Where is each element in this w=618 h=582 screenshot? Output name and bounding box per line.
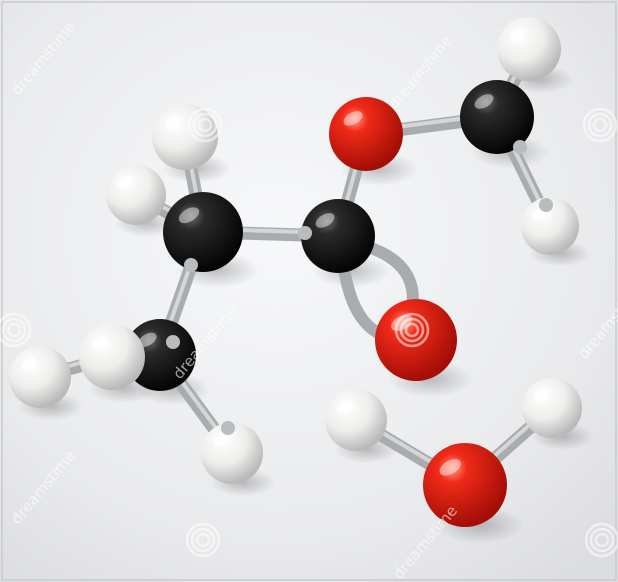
atom-highlight bbox=[533, 389, 550, 402]
bond-socket bbox=[166, 335, 180, 349]
atom-highlight bbox=[315, 213, 335, 228]
hydrogen-atom-h9 bbox=[522, 378, 582, 438]
oxygen-atom-o3 bbox=[423, 443, 507, 527]
watermark-logo-icon bbox=[584, 522, 618, 558]
carbon-atom-c4 bbox=[460, 80, 534, 154]
watermark-logo-icon bbox=[187, 107, 223, 143]
bond-socket bbox=[221, 421, 235, 435]
atom-highlight bbox=[213, 433, 230, 447]
atom-highlight bbox=[509, 29, 526, 42]
carbon-atom-c2 bbox=[301, 199, 375, 273]
atoms bbox=[9, 17, 582, 527]
hydrogen-atom-h6 bbox=[9, 346, 71, 408]
double-bond-c2-o2-2 bbox=[338, 262, 386, 340]
atom-highlight bbox=[439, 459, 462, 476]
atom-highlight bbox=[337, 400, 354, 414]
carbon-atom-c3 bbox=[124, 319, 196, 391]
atom-highlight bbox=[92, 336, 109, 350]
atom-highlight bbox=[474, 94, 494, 109]
atom-highlight bbox=[21, 357, 38, 371]
bond-socket bbox=[513, 140, 527, 154]
shadows bbox=[18, 65, 594, 544]
hydrogen-atom-h3 bbox=[497, 17, 561, 81]
bond-socket bbox=[298, 226, 312, 240]
watermark-logo-icon bbox=[0, 312, 32, 348]
hydrogen-atom-h5 bbox=[79, 324, 145, 390]
carbon-atom-c1 bbox=[163, 192, 243, 272]
watermark-logo-icon bbox=[185, 522, 221, 558]
atom-highlight bbox=[117, 176, 134, 189]
oxygen-atom-o1 bbox=[329, 97, 403, 171]
watermark-logo-icon bbox=[582, 107, 618, 143]
atom-highlight bbox=[343, 111, 363, 126]
atom-highlight bbox=[165, 116, 182, 130]
bond-socket bbox=[539, 198, 553, 212]
atom-highlight bbox=[178, 207, 200, 224]
hydrogen-atom-h8 bbox=[325, 389, 387, 451]
atom-highlight bbox=[138, 332, 157, 347]
watermark-logo-icon bbox=[394, 312, 430, 348]
bond-socket bbox=[184, 258, 198, 272]
hydrogen-atom-h2 bbox=[106, 165, 166, 225]
